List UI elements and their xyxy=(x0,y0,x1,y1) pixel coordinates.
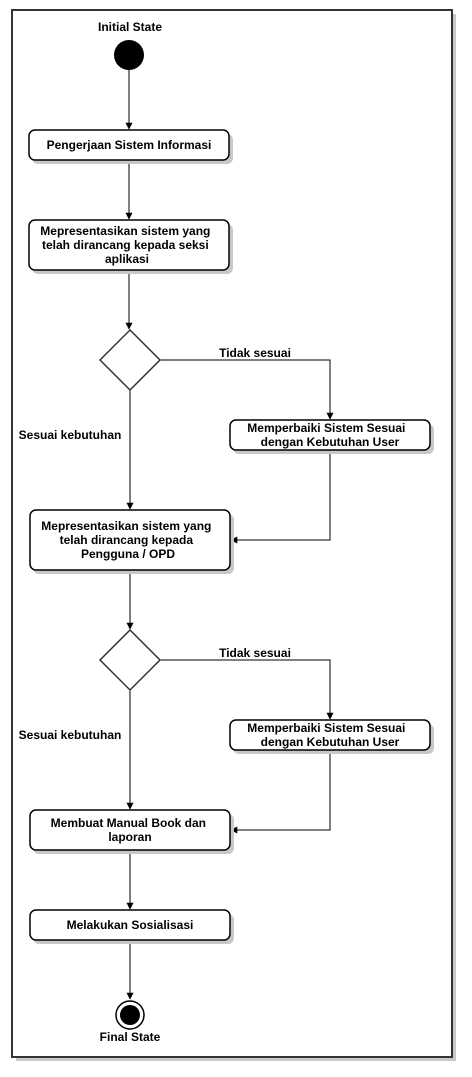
decision-yes-label: Sesuai kebutuhan xyxy=(19,428,122,442)
edge-d2-a5 xyxy=(160,659,334,720)
edges xyxy=(125,70,334,1000)
final-state-node xyxy=(115,1000,145,1030)
decision-no-label: Tidak sesuai xyxy=(219,646,291,660)
action-label: Memperbaiki Sistem Sesuai dengan Kebutuh… xyxy=(247,721,408,749)
action-label: Membuat Manual Book dan laporan xyxy=(51,816,210,844)
action-label: Memperbaiki Sistem Sesuai dengan Kebutuh… xyxy=(247,421,408,449)
action-node-a7: Melakukan Sosialisasi xyxy=(29,909,234,944)
initial-state-label: Initial State xyxy=(98,20,162,34)
decision-no-label: Tidak sesuai xyxy=(219,346,291,360)
action-node-a2: Mepresentasikan sistem yang telah diranc… xyxy=(28,219,233,274)
decision-node-d2: Tidak sesuai Sesuai kebutuhan xyxy=(19,628,291,742)
edge-a3-a4 xyxy=(230,450,331,544)
decision-node-d1: Tidak sesuai Sesuai kebutuhan xyxy=(19,328,291,442)
action-node-a5: Memperbaiki Sistem Sesuai dengan Kebutuh… xyxy=(229,719,434,754)
edge-d1-a3 xyxy=(160,359,334,420)
action-label: Mepresentasikan sistem yang telah diranc… xyxy=(40,224,213,266)
action-node-a3: Memperbaiki Sistem Sesuai dengan Kebutuh… xyxy=(229,419,434,454)
initial-state-node xyxy=(114,40,144,70)
action-node-a1: Pengerjaan Sistem Informasi xyxy=(28,129,233,164)
action-node-a4: Mepresentasikan sistem yang telah diranc… xyxy=(29,509,234,574)
action-node-a6: Membuat Manual Book dan laporan xyxy=(29,809,234,854)
action-label: Mepresentasikan sistem yang telah diranc… xyxy=(41,519,214,561)
final-state-label: Final State xyxy=(100,1030,161,1044)
action-label: Melakukan Sosialisasi xyxy=(67,918,194,932)
edge-a5-a6 xyxy=(230,750,331,834)
action-label: Pengerjaan Sistem Informasi xyxy=(47,138,212,152)
decision-yes-label: Sesuai kebutuhan xyxy=(19,728,122,742)
